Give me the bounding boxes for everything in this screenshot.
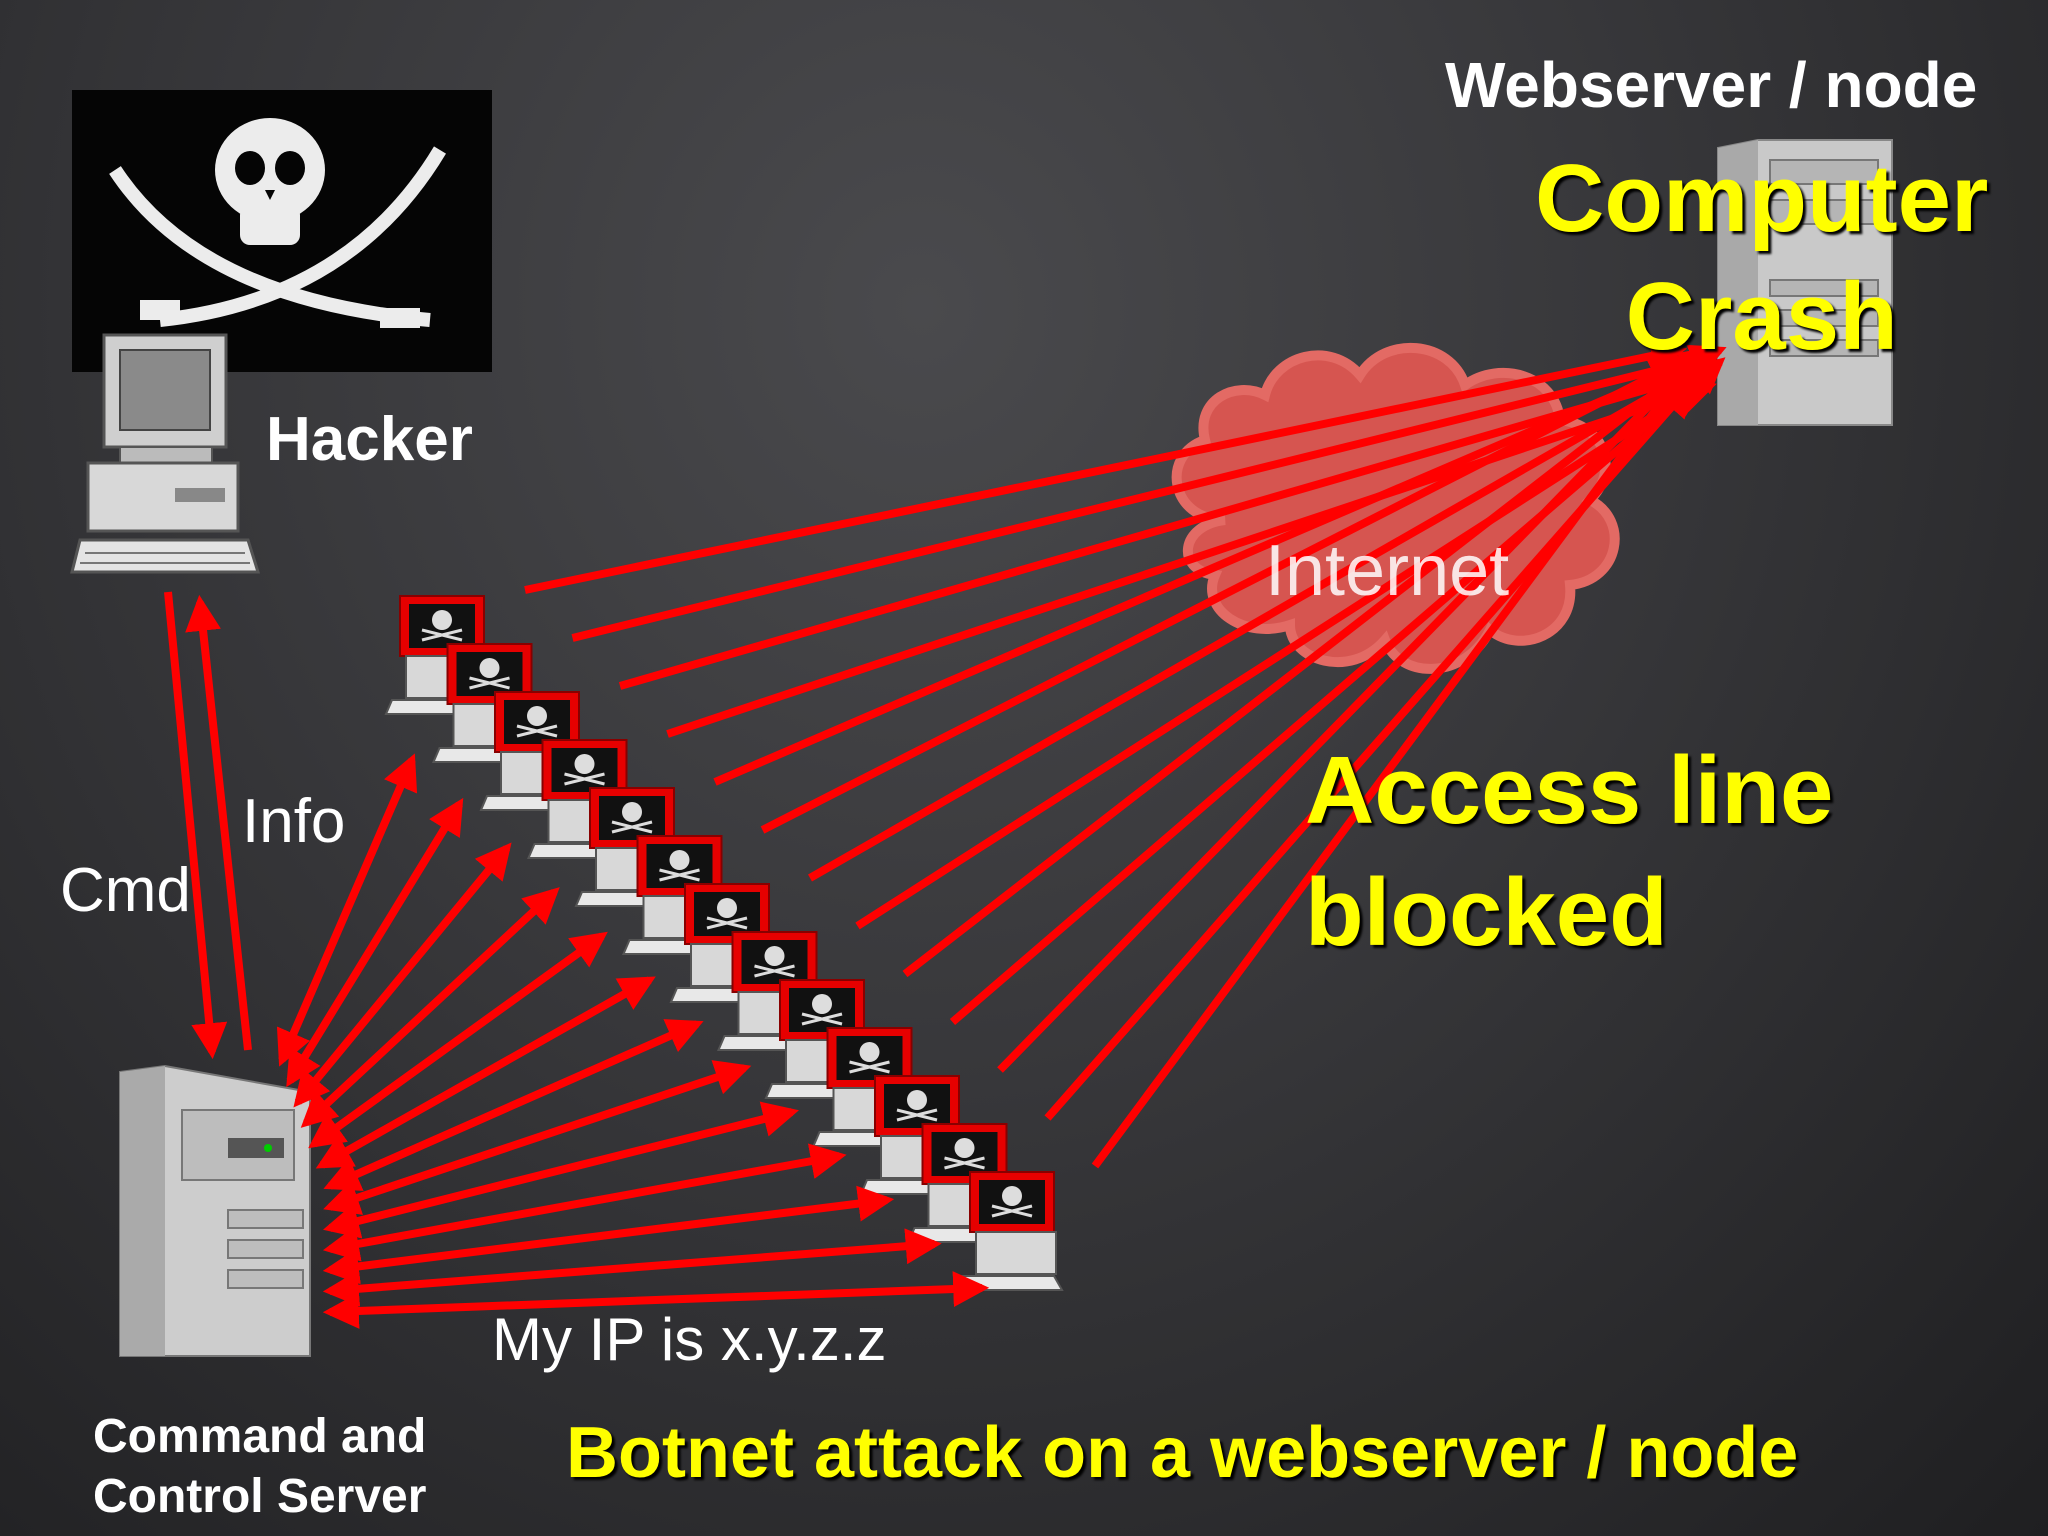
internet-label: Internet	[1265, 531, 1510, 611]
cc-line-1: Command and	[93, 1410, 427, 1463]
cc-server-label: Command and Control Server	[93, 1407, 426, 1527]
cc-line-2: Control Server	[93, 1470, 427, 1523]
computer-crash-label: Computer Crash	[1535, 140, 1988, 376]
attack-arrow	[618, 364, 1707, 690]
access-line-2: blocked	[1305, 859, 1668, 966]
attack-arrow	[902, 345, 1716, 978]
crash-line-2: Crash	[1625, 263, 1898, 370]
pirate-flag-icon	[72, 90, 492, 372]
attack-arrow	[713, 344, 1727, 786]
attack-arrow	[808, 370, 1697, 882]
attack-arrow	[997, 368, 1686, 1073]
attack-arrow	[164, 591, 228, 1060]
access-line-1: Access line	[1305, 737, 1834, 844]
attack-arrow	[571, 351, 1697, 642]
attack-arrow	[760, 358, 1687, 834]
diagram-title: Botnet attack on a webserver / node	[566, 1413, 1799, 1493]
webserver-label: Webserver / node	[1445, 49, 1978, 121]
attack-arrow	[855, 382, 1707, 930]
cmd-label: Cmd	[60, 856, 191, 925]
my-ip-label: My IP is x.y.z.z	[492, 1306, 887, 1373]
attack-arrow	[666, 378, 1717, 738]
crash-line-1: Computer	[1535, 145, 1989, 252]
bot-computers	[384, 595, 1064, 1291]
attack-arrow	[322, 1228, 942, 1307]
attack-arrow	[322, 1271, 990, 1329]
bot-computer	[954, 1171, 1064, 1291]
cc-server-tower	[119, 1064, 311, 1357]
attack-arrow	[1091, 344, 1705, 1169]
attack-arrow	[524, 338, 1688, 594]
attack-arrow	[293, 842, 512, 1108]
hacker-computer	[70, 333, 261, 574]
attack-arrows	[164, 338, 1727, 1329]
info-label: Info	[242, 787, 346, 856]
access-line-blocked-label: Access line blocked	[1305, 730, 1833, 974]
hacker-label: Hacker	[266, 405, 473, 474]
attack-arrow	[185, 594, 252, 1051]
attack-arrow	[949, 357, 1726, 1026]
